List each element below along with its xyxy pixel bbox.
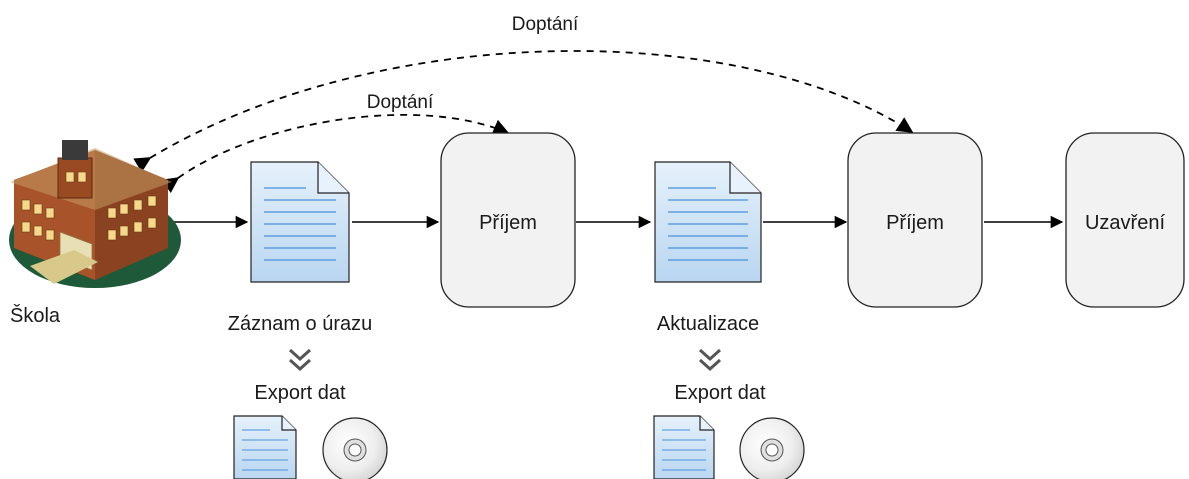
document-icon: [250, 161, 350, 283]
feedback-short-label: Doptání: [367, 92, 434, 113]
school-building-icon: Škola: [9, 140, 181, 327]
document-icon: [654, 161, 762, 283]
incident-record-label: Záznam o úrazu: [228, 313, 373, 335]
feedback-long-label: Doptání: [512, 14, 579, 35]
double-chevron-down-icon: [288, 348, 312, 372]
feedback-long-loop: Doptání: [133, 14, 914, 173]
intake-2-process: Příjem: [847, 132, 983, 308]
update-document: Aktualizace: [654, 161, 762, 335]
intake-1-process: Příjem: [440, 132, 576, 308]
closing-process: Uzavření: [1065, 132, 1185, 308]
double-chevron-down-icon: [698, 348, 722, 372]
export-2-group: Export dat: [653, 348, 805, 479]
cd-disc-icon: [322, 417, 388, 479]
cd-disc-icon: [739, 417, 805, 479]
export-2-label: Export dat: [674, 382, 766, 404]
update-label: Aktualizace: [657, 313, 759, 335]
intake-1-label: Příjem: [479, 212, 537, 234]
intake-2-label: Příjem: [886, 212, 944, 234]
incident-record-document: Záznam o úrazu: [228, 161, 373, 335]
closing-label: Uzavření: [1085, 212, 1165, 234]
export-1-group: Export dat: [233, 348, 388, 479]
export-1-label: Export dat: [254, 382, 346, 404]
document-icon: [653, 415, 715, 479]
school-label: Škola: [10, 304, 61, 327]
document-icon: [233, 415, 297, 479]
